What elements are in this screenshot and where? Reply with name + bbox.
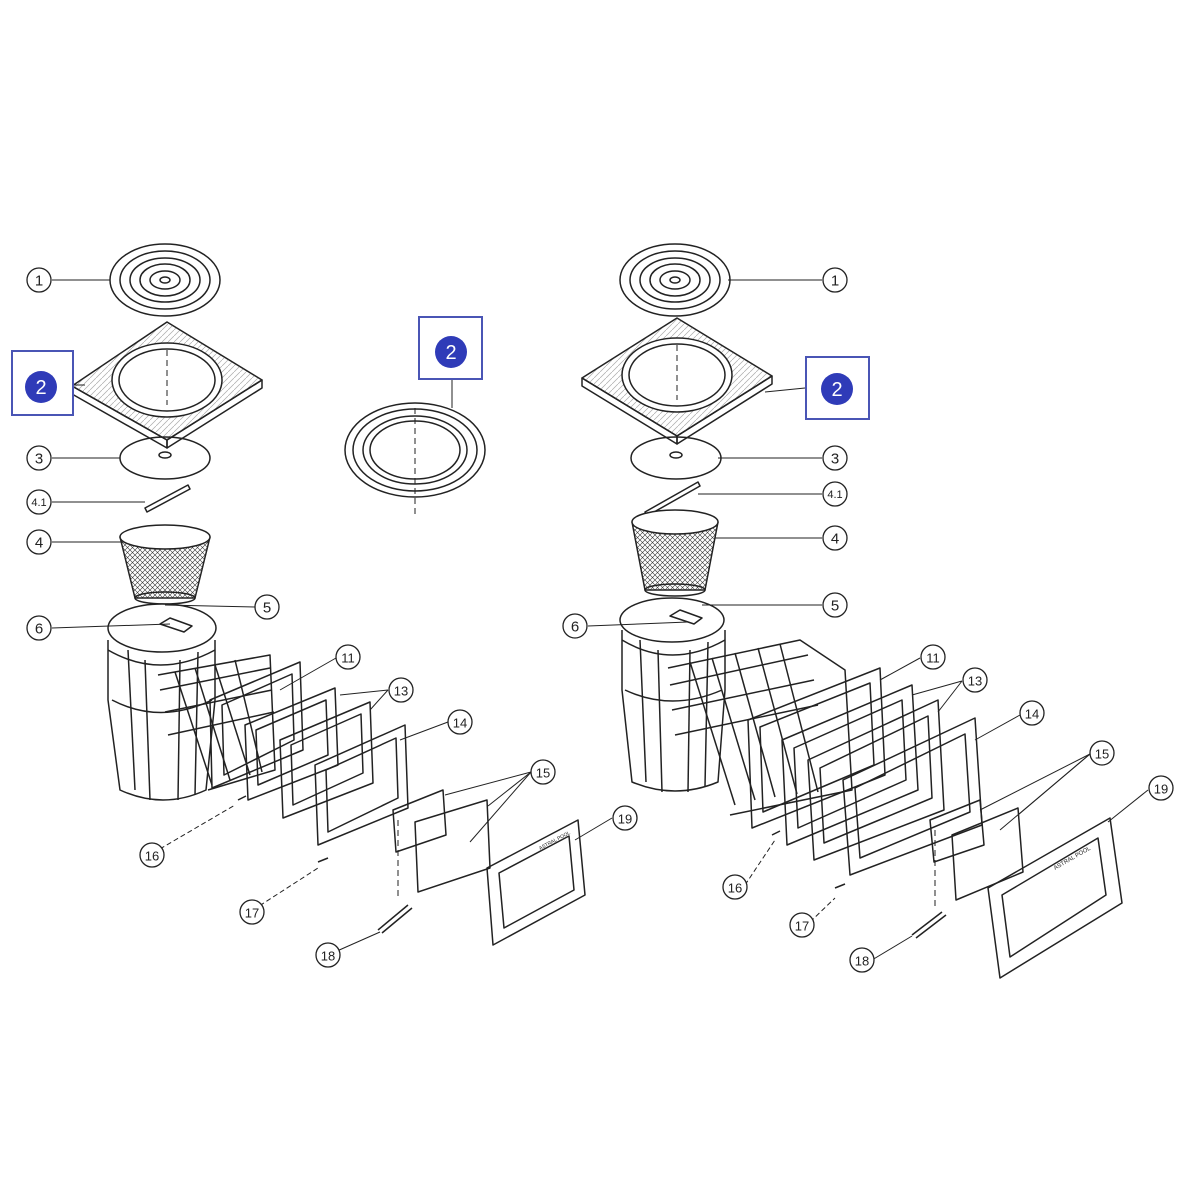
- callout-right-11: 11: [920, 644, 946, 670]
- svg-text:11: 11: [926, 651, 940, 666]
- left-lid-part: [109, 243, 221, 317]
- svg-text:2: 2: [35, 377, 46, 399]
- svg-text:18: 18: [321, 949, 335, 964]
- svg-text:17: 17: [795, 919, 809, 934]
- svg-text:2: 2: [445, 342, 456, 364]
- svg-text:5: 5: [263, 600, 271, 617]
- right-skimmer-assembly: [581, 243, 1123, 979]
- right-basket-part: [631, 509, 719, 597]
- callout-left-13: 13: [388, 677, 414, 703]
- right-flap-part: [929, 799, 1024, 910]
- svg-text:2: 2: [831, 379, 842, 401]
- callout-left-15: 15: [530, 759, 556, 785]
- svg-text:14: 14: [1025, 707, 1039, 722]
- svg-text:11: 11: [341, 651, 355, 666]
- callout-right-3: 3: [822, 445, 848, 471]
- svg-text:4.1: 4.1: [31, 497, 46, 509]
- callout-left-3: 3: [26, 445, 52, 471]
- svg-text:13: 13: [968, 674, 982, 689]
- right-faceplate-logo: ASTRAL POOL: [1053, 845, 1092, 871]
- svg-text:1: 1: [35, 273, 43, 290]
- svg-text:19: 19: [618, 812, 632, 827]
- highlight-callout-right-2: 2: [805, 356, 870, 420]
- right-faceplate-part: [987, 817, 1123, 979]
- left-handle-part: [144, 484, 191, 513]
- leader-lines: [51, 279, 1149, 961]
- left-flap-part: [392, 789, 491, 900]
- left-skimmer-assembly: [71, 243, 586, 946]
- svg-text:1: 1: [831, 273, 839, 290]
- svg-text:4.1: 4.1: [827, 489, 842, 501]
- left-pin-part: [377, 904, 413, 934]
- left-faceplate-part: [486, 819, 586, 946]
- svg-text:5: 5: [831, 598, 839, 615]
- svg-text:3: 3: [35, 451, 43, 468]
- left-frame-part: [314, 724, 409, 846]
- right-frame-part: [842, 717, 983, 876]
- callout-right-4-1: 4.1: [822, 481, 848, 507]
- highlight-callout-left-2: 2: [11, 350, 74, 416]
- svg-text:17: 17: [245, 906, 259, 921]
- callout-right-14: 14: [1019, 700, 1045, 726]
- callout-left-1: 1: [26, 267, 52, 293]
- callout-left-17: 17: [239, 899, 265, 925]
- right-pin-part: [911, 911, 947, 939]
- svg-text:15: 15: [536, 766, 550, 781]
- standalone-collar-ring: [344, 402, 486, 515]
- callout-right-15: 15: [1089, 740, 1115, 766]
- svg-text:13: 13: [394, 684, 408, 699]
- callout-left-19: 19: [612, 805, 638, 831]
- callout-left-4: 4: [26, 529, 52, 555]
- callout-right-5: 5: [822, 592, 848, 618]
- highlight-callout-middle-2: 2: [418, 316, 483, 380]
- svg-text:4: 4: [35, 535, 43, 552]
- svg-text:4: 4: [831, 531, 839, 548]
- left-gaskets-part: [244, 687, 374, 819]
- callout-right-19: 19: [1148, 775, 1174, 801]
- callout-left-11: 11: [335, 644, 361, 670]
- left-basket-part: [119, 524, 211, 605]
- left-collar-part: [71, 321, 263, 449]
- right-gaskets-part: [781, 684, 945, 861]
- svg-text:14: 14: [453, 716, 467, 731]
- callout-left-18: 18: [315, 942, 341, 968]
- callout-left-5: 5: [254, 594, 280, 620]
- left-flange-part: [209, 661, 304, 789]
- svg-text:15: 15: [1095, 747, 1109, 762]
- callout-right-4: 4: [822, 525, 848, 551]
- callout-left-16: 16: [139, 842, 165, 868]
- left-disc-part: [119, 436, 211, 480]
- callout-right-1: 1: [822, 267, 848, 293]
- callout-right-17: 17: [789, 912, 815, 938]
- callout-left-6: 6: [26, 615, 52, 641]
- callout-right-13: 13: [962, 667, 988, 693]
- svg-text:18: 18: [855, 954, 869, 969]
- callout-right-16: 16: [722, 874, 748, 900]
- svg-text:6: 6: [35, 621, 43, 638]
- callout-right-18: 18: [849, 947, 875, 973]
- svg-text:16: 16: [728, 881, 742, 896]
- svg-text:16: 16: [145, 849, 159, 864]
- left-body-part: [107, 603, 276, 801]
- callout-left-14: 14: [447, 709, 473, 735]
- svg-text:19: 19: [1154, 782, 1168, 797]
- right-body-part: [619, 597, 853, 816]
- right-flange-part: [747, 667, 886, 829]
- svg-text:3: 3: [831, 451, 839, 468]
- callout-left-4-1: 4.1: [26, 489, 52, 515]
- right-collar-part: [581, 317, 773, 445]
- callout-right-6: 6: [562, 613, 588, 639]
- left-faceplate-logo: ASTRAL POOL: [538, 830, 572, 852]
- svg-text:6: 6: [571, 619, 579, 636]
- right-lid-part: [619, 243, 731, 317]
